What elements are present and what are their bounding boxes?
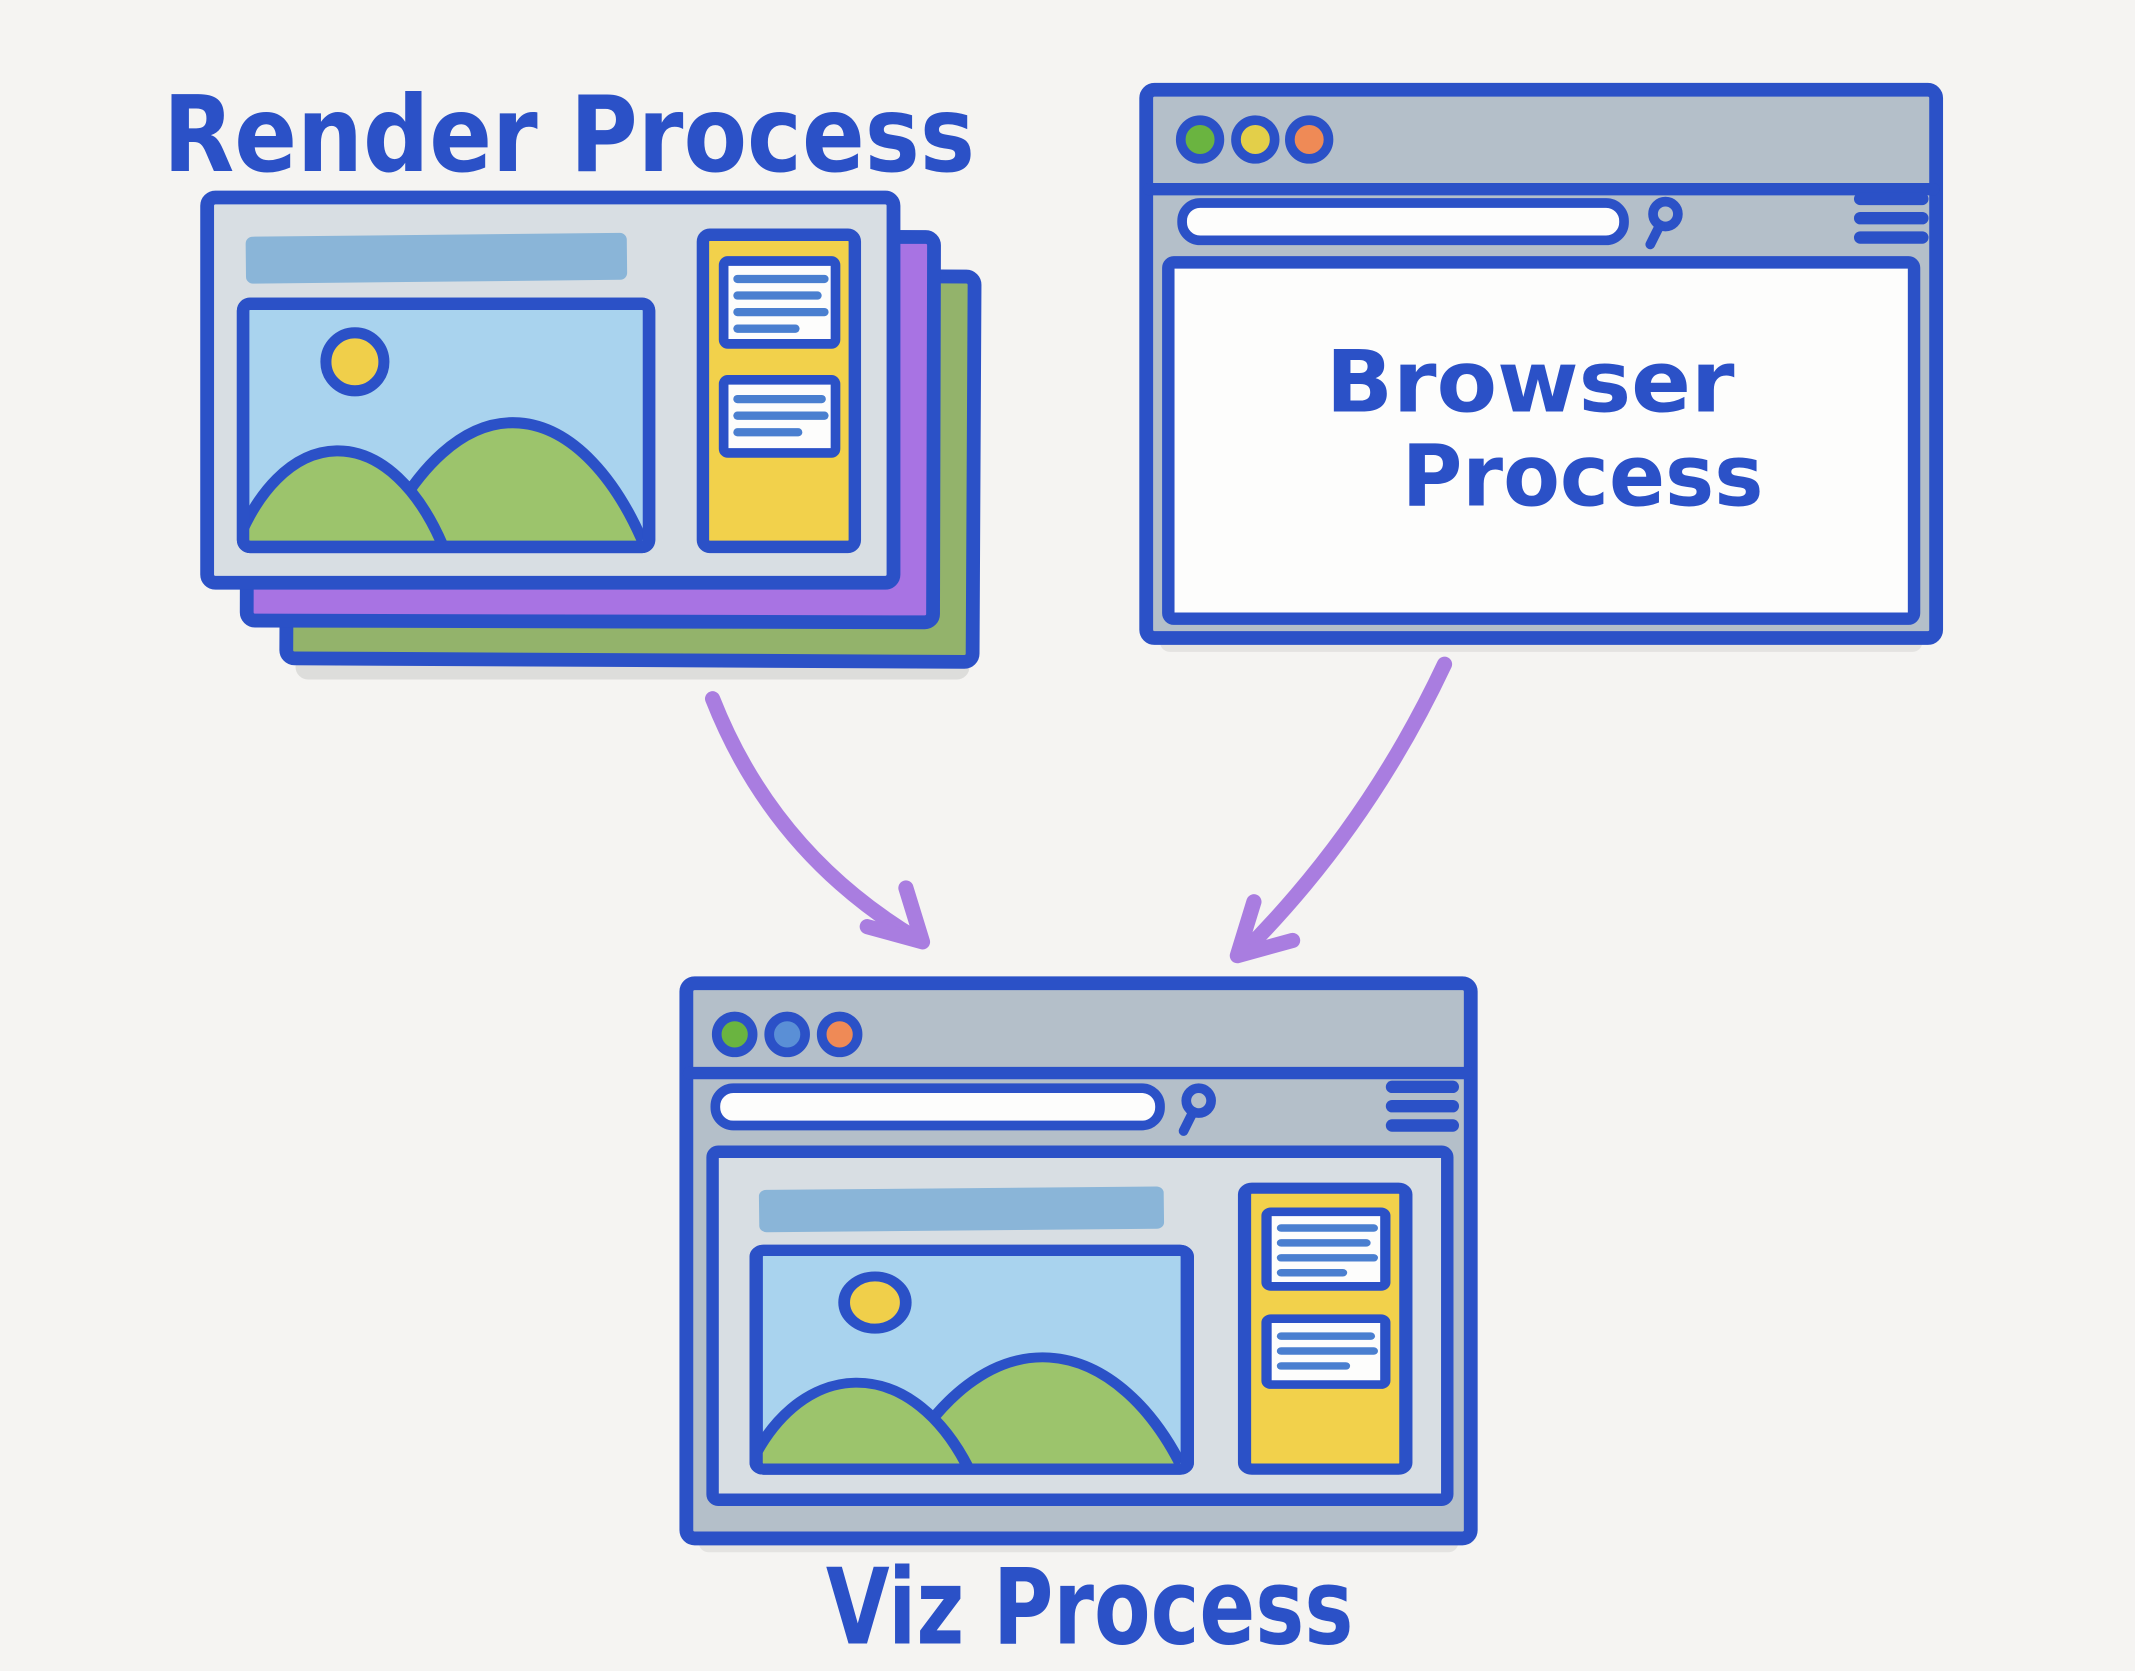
menu-icon [1385, 1080, 1460, 1132]
browser-process-window: Browser Process [1139, 82, 1944, 652]
viz-process-window [679, 976, 1478, 1553]
viz-process-label: Viz Process [826, 1546, 1354, 1668]
render-process-label: Render Process [163, 74, 975, 196]
arrow-browser-to-viz [1235, 656, 1453, 961]
window-dot-green [1175, 115, 1225, 164]
flow-arrows [704, 656, 1453, 964]
arrow-render-to-viz-head [859, 880, 931, 950]
window-dot-orange [1285, 115, 1334, 164]
url-bar [1177, 198, 1629, 246]
url-bar [710, 1083, 1165, 1131]
render-process-stack [200, 190, 982, 669]
arrow-browser-to-viz-head [1229, 894, 1301, 964]
browser-process-label-line1: Browser [1326, 334, 1735, 433]
search-icon [1178, 1083, 1216, 1136]
window-dot-green [711, 1011, 758, 1058]
browser-content-area [1162, 256, 1921, 625]
browser-process-label-line2: Process [1402, 427, 1764, 526]
arrow-render-to-viz [704, 691, 925, 947]
window-dot-yellow [1231, 115, 1280, 164]
search-icon [1645, 196, 1683, 250]
window-dot-blue [764, 1011, 810, 1058]
window-dot-orange [816, 1011, 863, 1058]
menu-icon [1853, 192, 1929, 244]
